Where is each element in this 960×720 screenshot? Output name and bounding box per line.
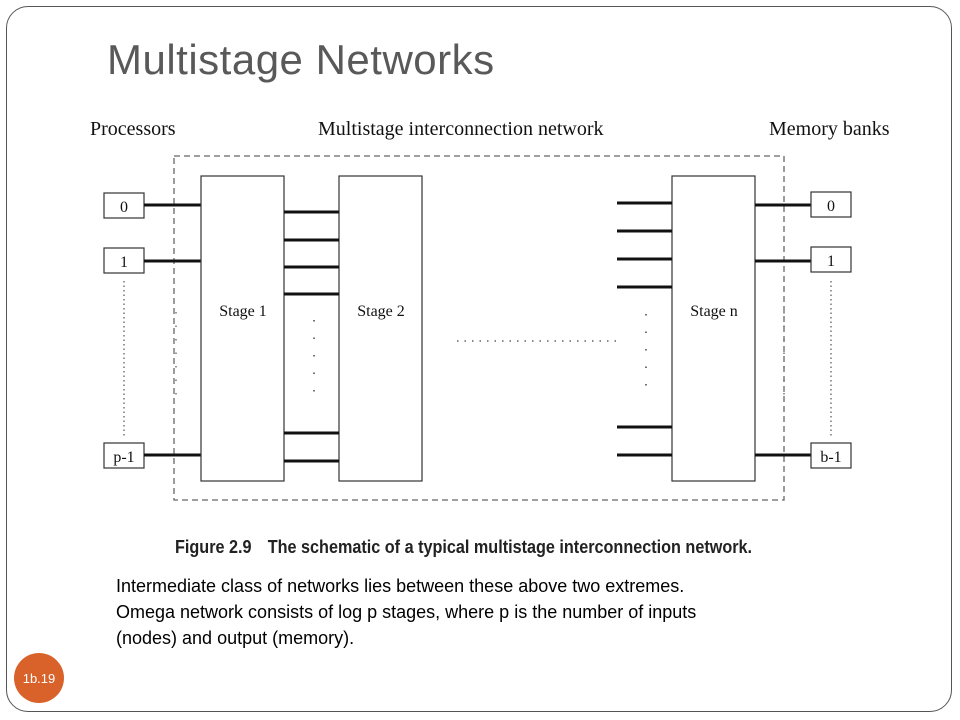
network-boundary bbox=[173, 155, 785, 501]
processor-0-label: 0 bbox=[120, 199, 128, 216]
memory-bank-0: 0 bbox=[810, 191, 852, 218]
slide-frame bbox=[6, 6, 952, 712]
network-label: Multistage interconnection network bbox=[318, 118, 603, 140]
body-line-1: Intermediate class of networks lies betw… bbox=[116, 576, 685, 596]
figure-number: Figure 2.9 bbox=[175, 537, 252, 557]
processor-1: 1 bbox=[103, 247, 145, 274]
memory-links bbox=[755, 203, 811, 457]
slide-title: Multistage Networks bbox=[107, 36, 495, 83]
stage1-stage2-links bbox=[284, 210, 339, 463]
processor-p-1-label: p-1 bbox=[113, 449, 134, 466]
stage-n-input-links bbox=[617, 201, 672, 457]
stage-n-box: Stage n bbox=[671, 175, 756, 482]
processor-1-label: 1 bbox=[120, 254, 128, 271]
stage-2-box: Stage 2 bbox=[338, 175, 423, 482]
memory-banks-label: Memory banks bbox=[769, 118, 890, 140]
stage-1-label: Stage 1 bbox=[219, 303, 267, 320]
body-line-2: Omega network consists of log p stages, … bbox=[116, 602, 697, 622]
memory-bank-b-1: b-1 bbox=[810, 442, 852, 469]
processor-links bbox=[144, 203, 201, 457]
processor-0: 0 bbox=[103, 192, 145, 219]
stage-n-label: Stage n bbox=[690, 303, 738, 320]
body-line-3: (nodes) and output (memory). bbox=[116, 628, 355, 648]
stage-2-label: Stage 2 bbox=[357, 303, 405, 320]
processors-label: Processors bbox=[90, 118, 176, 140]
slide-number: 1b.19 bbox=[22, 670, 56, 686]
figure-caption: Figure 2.9 The schematic of a typical mul… bbox=[175, 537, 752, 558]
memory-bank-1: 1 bbox=[810, 246, 852, 273]
stage-1-box: Stage 1 bbox=[200, 175, 285, 482]
memory-bank-b-1-label: b-1 bbox=[820, 449, 841, 466]
figure-caption-text: The schematic of a typical multistage in… bbox=[267, 537, 753, 557]
body-text: Intermediate class of networks lies betw… bbox=[116, 573, 916, 651]
memory-bank-1-label: 1 bbox=[827, 253, 835, 270]
slide-number-badge: 1b.19 bbox=[14, 653, 64, 703]
processor-p-1: p-1 bbox=[103, 442, 145, 469]
memory-bank-0-label: 0 bbox=[827, 198, 835, 215]
